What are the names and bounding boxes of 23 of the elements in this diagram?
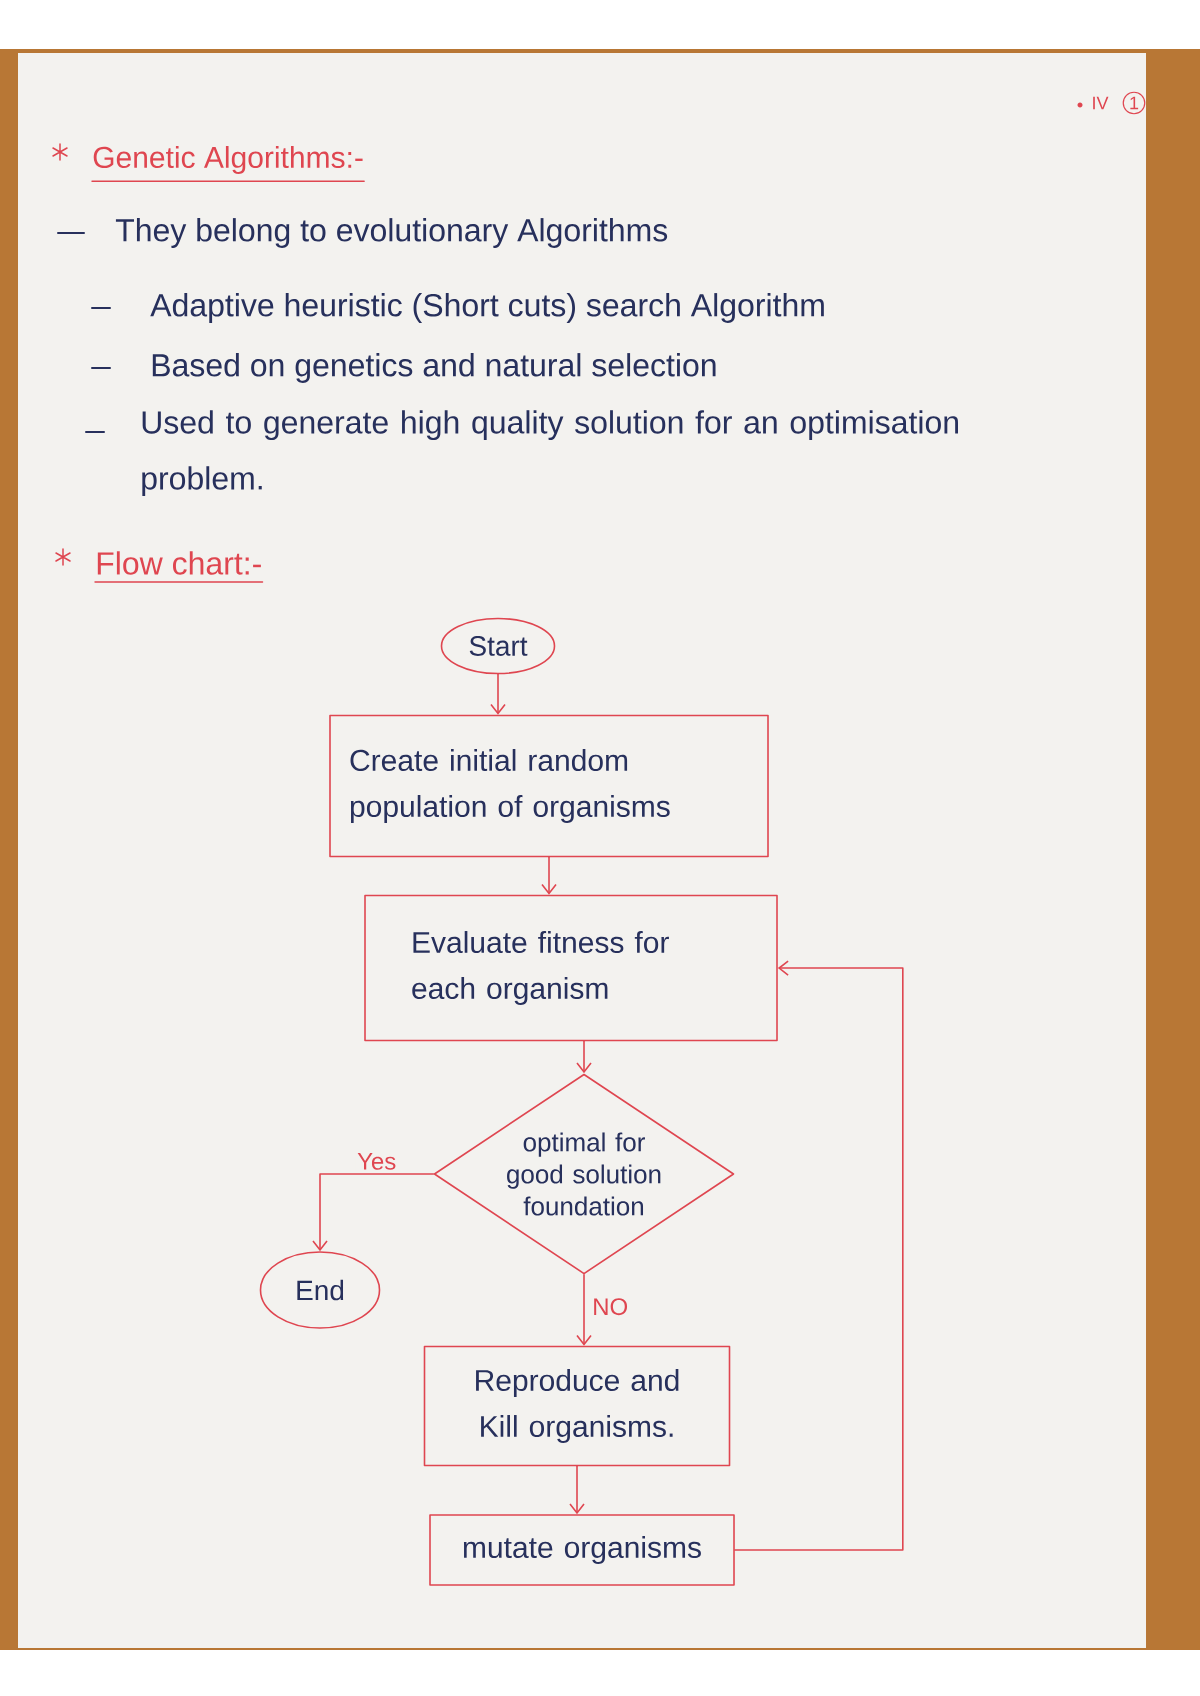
arrow [490,673,506,715]
heading: Genetic Algorithms:- [93,146,363,174]
bullet-point: They belong to evolutionary Algorithms [115,218,668,248]
process-box: Reproduce and Kill organisms. [423,1345,731,1467]
terminal-oval: Start [440,617,556,675]
bullet-point: Used to generate high quality solution for an optimisation problem. [142,410,958,497]
process-box: Evaluate fitness for each organism [364,894,778,1042]
arrow [576,1273,592,1346]
arrow [576,1040,592,1074]
subheading: Flow chart:- [97,551,261,575]
bullet-point: Based on genetics and natural selection [152,353,716,383]
arrow [541,856,557,895]
section-number: IV [1093,96,1109,110]
arrow [569,1465,585,1515]
arrow [312,1173,435,1252]
bullet-point: Adaptive heuristic (Short cuts) search Algorithm [150,293,824,323]
page-number: 1 [1122,91,1146,115]
edge-label: Yes [355,1151,399,1172]
process-box: mutate organisms [429,1514,735,1586]
arrow [734,960,904,1551]
terminal-oval: End [259,1251,381,1329]
process-box: Create initial random population of organisms [329,714,769,858]
edge-label: NO [590,1296,631,1318]
